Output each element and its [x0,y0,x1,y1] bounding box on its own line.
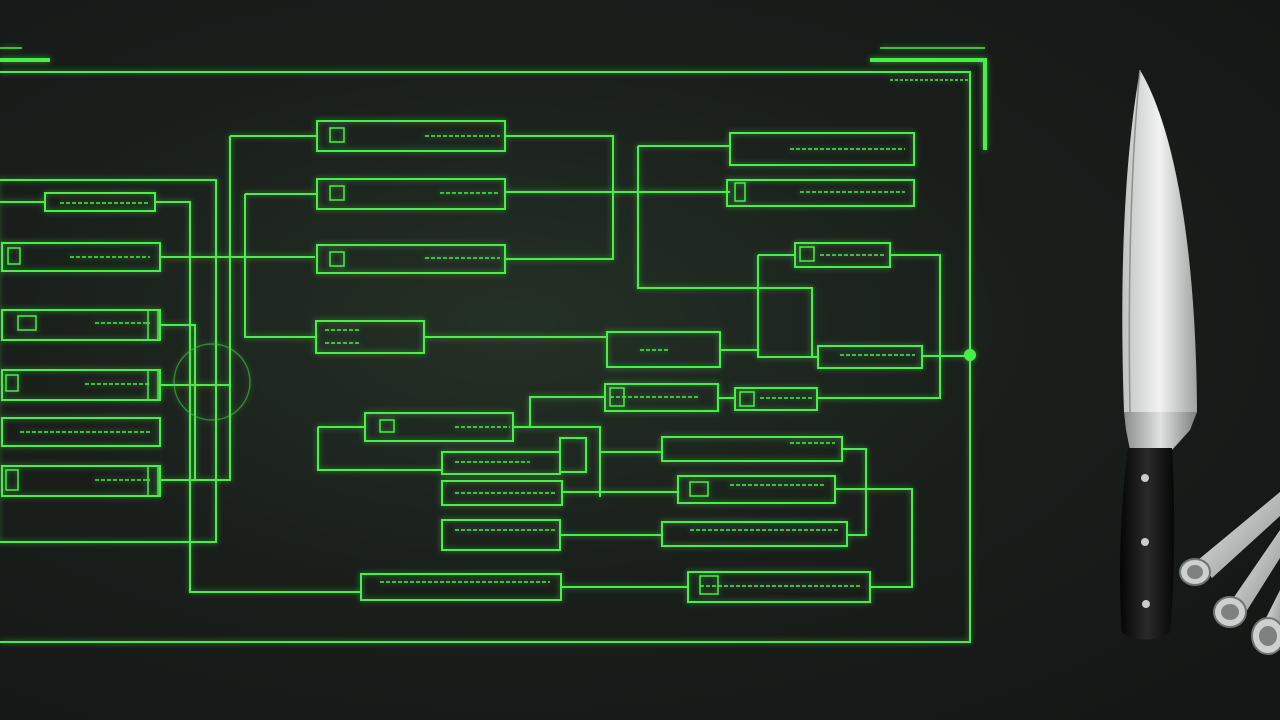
node-glyphs [20,135,915,587]
flowchart-panel-icon [0,47,987,643]
handle-rivet [1142,600,1150,608]
measuring-spoons-icon [1179,492,1280,655]
lower-nodes [250,436,913,603]
middle-nodes [317,383,818,497]
top-right-nodes [606,132,970,399]
node-icons [5,127,815,595]
focus-ring [173,343,251,421]
chef-knife-icon [1120,69,1197,640]
left-column-frame [0,179,217,543]
handle-rivet [1141,474,1149,482]
knife-blade [1122,70,1197,412]
center-left-nodes [160,120,730,481]
left-column-nodes [0,192,315,593]
knife-bolster [1124,412,1197,450]
handle-rivet [1141,538,1149,546]
